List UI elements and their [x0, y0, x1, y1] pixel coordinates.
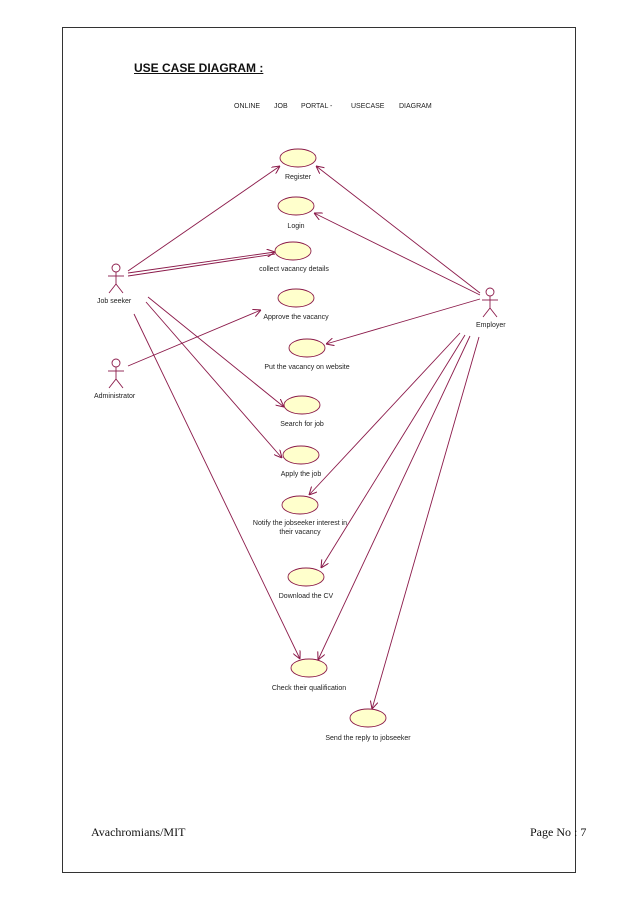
assoc-jobseeker-collect-b — [127, 253, 276, 277]
page-border — [62, 27, 576, 873]
assoc-employer-put — [326, 298, 481, 344]
assoc-admin-approve — [127, 310, 261, 367]
usecase-label-notify-line1: Notify the jobseeker interest in — [253, 520, 347, 527]
usecase-login — [277, 196, 315, 216]
actor-administrator — [108, 358, 124, 389]
assoc-employer-login — [314, 213, 481, 296]
usecase-label-download-cv: Download the CV — [279, 593, 334, 600]
assoc-employer-download — [321, 334, 466, 568]
actor-label-job-seeker: Job seeker — [97, 298, 132, 305]
subtitle-word-online: ONLINE — [234, 103, 261, 110]
usecase-label-approve-vacancy: Approve the vacancy — [263, 314, 329, 321]
usecase-send-reply — [349, 708, 387, 728]
actor-label-administrator: Administrator — [94, 393, 136, 400]
usecase-collect-vacancy — [274, 241, 312, 261]
usecase-label-put-vacancy: Put the vacancy on website — [264, 364, 349, 371]
usecase-search-job — [283, 395, 321, 415]
assoc-employer-notify — [309, 332, 461, 495]
subtitle-word-job: JOB — [274, 103, 288, 110]
assoc-jobseeker-collect-a — [127, 252, 275, 274]
assoc-jobseeker-register — [127, 166, 280, 272]
usecase-approve-vacancy — [277, 288, 315, 308]
usecase-download-cv — [287, 567, 325, 587]
diagram-heading: USE CASE DIAGRAM : — [134, 61, 264, 75]
usecase-apply-job — [282, 445, 320, 465]
usecase-label-apply-job: Apply the job — [281, 471, 322, 478]
actor-job-seeker — [108, 263, 124, 294]
assoc-employer-reply — [372, 336, 480, 709]
assoc-employer-check — [318, 335, 471, 660]
usecase-label-search-job: Search for job — [280, 421, 324, 428]
subtitle-word-portal: PORTAL - — [301, 103, 333, 110]
usecase-label-collect-vacancy: collect vacancy details — [259, 266, 329, 273]
assoc-jobseeker-apply — [145, 301, 282, 458]
usecase-notify-jobseeker — [281, 495, 319, 515]
usecase-label-send-reply: Send the reply to jobseeker — [325, 735, 411, 742]
usecase-check-qualification — [290, 658, 328, 678]
actor-employer — [482, 287, 498, 318]
usecase-register — [279, 148, 317, 168]
assoc-jobseeker-search — [147, 296, 284, 407]
usecase-label-check-qualification: Check their qualification — [272, 685, 346, 692]
footer-author: Avachromians/MIT — [91, 825, 186, 839]
footer-page-number: Page No : 7 — [530, 825, 587, 839]
usecase-label-login: Login — [287, 223, 304, 230]
actor-label-employer: Employer — [476, 322, 506, 329]
subtitle-word-diagram: DIAGRAM — [399, 103, 432, 110]
assoc-employer-register — [316, 166, 481, 294]
assoc-jobseeker-check — [133, 313, 300, 659]
usecase-put-vacancy — [288, 338, 326, 358]
usecase-label-register: Register — [285, 174, 312, 181]
usecase-label-notify-line2: their vacancy — [279, 529, 321, 536]
subtitle-word-usecase: USECASE — [351, 103, 385, 110]
